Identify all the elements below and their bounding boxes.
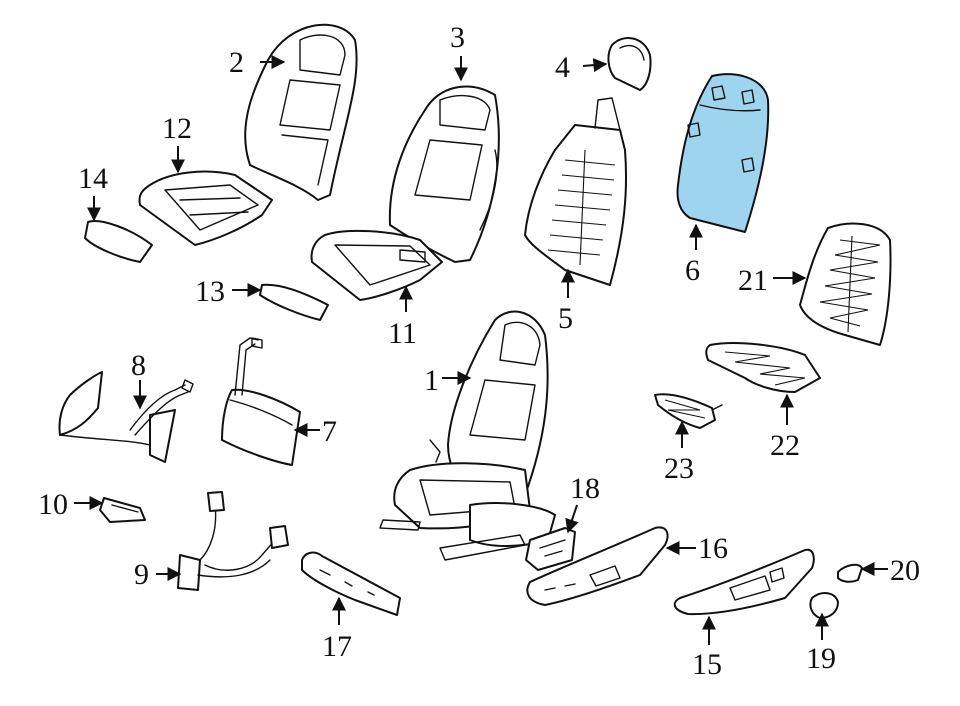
- callout-numbers: 2 3 4 5 6 21 12 14 13 11 1 22 23 8 7 10 …: [38, 21, 920, 681]
- part-7-control-module[interactable]: [221, 337, 301, 466]
- part-15-side-cover[interactable]: [673, 548, 815, 616]
- callout-2: 2: [229, 46, 244, 79]
- callout-12: 12: [162, 112, 192, 145]
- part-10-switch[interactable]: [99, 497, 146, 523]
- callout-11: 11: [388, 317, 417, 350]
- part-9-wiring-harness[interactable]: [177, 491, 289, 591]
- callout-5: 5: [558, 302, 573, 335]
- callout-3: 3: [450, 21, 465, 54]
- callout-10: 10: [38, 488, 68, 521]
- part-1-seat-assembly[interactable]: [379, 310, 556, 561]
- leader-lines: [74, 55, 888, 645]
- part-3-seat-back[interactable]: [388, 85, 500, 263]
- part-22-cushion-heater[interactable]: [705, 342, 821, 393]
- callout-9: 9: [134, 558, 149, 591]
- part-20-knob[interactable]: [837, 563, 863, 583]
- callout-15: 15: [692, 648, 722, 681]
- part-16-side-cover[interactable]: [526, 526, 669, 606]
- callout-1: 1: [424, 364, 439, 397]
- callout-21: 21: [738, 264, 768, 297]
- callout-7: 7: [322, 415, 337, 448]
- part-11-seat-cushion[interactable]: [310, 229, 443, 301]
- callout-17: 17: [322, 630, 352, 663]
- callout-18: 18: [570, 472, 600, 505]
- callout-4: 4: [555, 51, 570, 84]
- part-19-knob[interactable]: [809, 592, 839, 619]
- part-8-side-trim-harness[interactable]: [58, 371, 194, 463]
- callout-16: 16: [698, 532, 728, 565]
- callout-23: 23: [664, 452, 694, 485]
- callout-14: 14: [78, 162, 108, 195]
- part-12-cushion-cover[interactable]: [138, 170, 273, 246]
- part-4-headrest[interactable]: [607, 36, 652, 91]
- callout-6: 6: [685, 254, 700, 287]
- part-13-trim-pad[interactable]: [259, 283, 329, 321]
- callout-19: 19: [806, 642, 836, 675]
- part-17-trim-rail[interactable]: [301, 551, 401, 616]
- part-6-back-panel-highlighted[interactable]: [676, 73, 770, 233]
- part-18-switch-unit[interactable]: [525, 527, 576, 571]
- part-21-heating-mat[interactable]: [799, 222, 892, 346]
- part-2-seat-back-cover[interactable]: [244, 23, 358, 201]
- callout-22: 22: [770, 429, 800, 462]
- part-23-small-heater[interactable]: [654, 393, 723, 429]
- callout-8: 8: [131, 349, 146, 382]
- callout-20: 20: [890, 554, 920, 587]
- part-5-seat-back-frame[interactable]: [524, 97, 628, 286]
- callout-13: 13: [195, 275, 225, 308]
- part-14-side-pad[interactable]: [84, 220, 153, 263]
